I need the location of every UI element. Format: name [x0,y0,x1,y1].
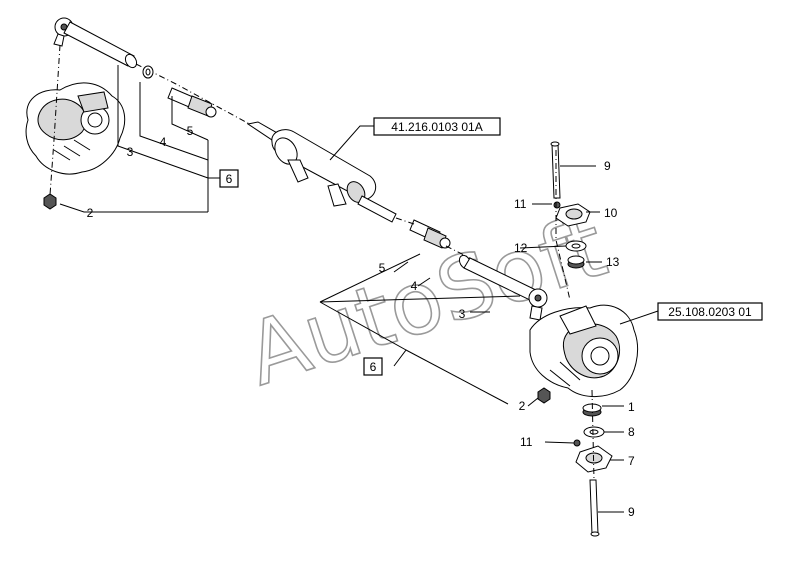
part-number-7: 7 [628,454,635,468]
upper-bearing-cap [555,203,591,227]
part-number-4-top: 4 [160,135,167,149]
inner-ball-joint-top [167,87,217,118]
part-number-9-top: 9 [604,159,611,173]
grease-nipple-bottom [573,439,581,447]
part-number-2-bottom: 2 [519,399,526,413]
part-numbers: 2 3 4 5 9 10 11 12 13 5 4 3 2 1 8 11 7 9 [87,124,635,519]
left-axle-housing [25,82,126,175]
king-pin-bolt-top [550,141,561,199]
part-number-11-top: 11 [514,197,527,211]
reference-axle-housing[interactable]: 25.108.0203 01 [657,302,763,321]
part-number-12: 12 [514,241,528,255]
tie-rod-mid [458,254,548,321]
part-number-11-bottom: 11 [520,435,533,449]
part-number-1: 1 [628,400,635,414]
part-number-5-top: 5 [187,124,194,138]
part-number-4-mid: 4 [411,279,418,293]
part-number-13: 13 [606,255,620,269]
nut-top [43,193,57,210]
part-number-10: 10 [604,206,618,220]
part-number-5-mid: 5 [379,261,386,275]
reference-steering-cylinder[interactable]: 41.216.0103 01A [373,117,501,136]
part-number-9-bottom: 9 [628,505,635,519]
part-number-3-top: 3 [127,145,134,159]
leader-lines [59,65,659,513]
inner-ball-joint-mid [409,219,451,249]
steering-cylinder [246,121,397,223]
svg-text:6: 6 [226,172,233,186]
right-axle-housing [529,304,638,397]
svg-text:41.216.0103 01A: 41.216.0103 01A [391,120,482,134]
king-pin-bolt-bottom [589,479,600,537]
tie-rod-top [53,17,138,69]
part-number-3-mid: 3 [459,307,466,321]
part-number-8: 8 [628,425,635,439]
svg-text:25.108.0203 01: 25.108.0203 01 [668,305,752,319]
nut-bottom [537,387,551,404]
upper-bearing [567,255,585,269]
callout-group-bottom[interactable]: 6 [363,357,383,376]
callout-group-top[interactable]: 6 [219,169,239,188]
grease-nipple-top [553,201,561,209]
svg-text:6: 6 [370,360,377,374]
part-number-2-top: 2 [87,206,94,220]
